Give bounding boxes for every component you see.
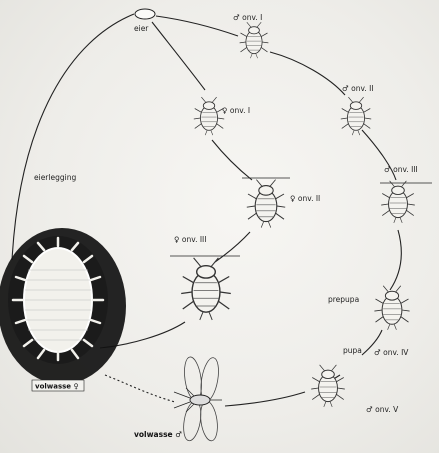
female-nymph-3-icon: [181, 258, 231, 320]
mating-dotted-line: [105, 375, 175, 402]
label-f-onv-1: ♀ onv. I: [222, 106, 250, 115]
female-nymph-1-icon: [194, 97, 224, 135]
label-f-onv-2: ♀ onv. II: [290, 194, 320, 203]
line-f2-to-f3: [215, 232, 250, 262]
label-adult-female: volwasse ♀: [35, 383, 79, 391]
line-m5-to-adult-male: [225, 392, 305, 406]
egg-laying-line: [12, 14, 134, 260]
label-m-onv-4: ♂ onv. IV: [374, 348, 409, 357]
label-pupa: pupa: [343, 346, 362, 355]
label-m-onv-3: ♂ onv. III: [384, 165, 418, 174]
label-m-onv-5: ♂ onv. V: [366, 405, 399, 414]
label-adult-male: volwasse ♂: [134, 430, 182, 439]
line-m1-to-m2: [270, 52, 345, 95]
female-nymph-2-icon: [247, 180, 285, 228]
line-eggs-to-f1: [152, 22, 205, 90]
line-eggs-to-m1: [156, 16, 238, 36]
line-m3-to-prepupa: [390, 230, 401, 290]
male-nymph-2-icon: [341, 97, 371, 135]
eggs-icon: [135, 9, 155, 19]
adult-female-icon: [0, 228, 126, 384]
pupa-icon: [311, 365, 345, 407]
label-m-onv-2: ♂ onv. II: [342, 84, 374, 93]
label-m-onv-1: ♂ onv. I: [233, 13, 262, 22]
prepupa-icon: [374, 286, 409, 330]
male-nymph-1-icon: [240, 22, 269, 58]
label-eier: eier: [134, 24, 149, 33]
label-prepupa: prepupa: [328, 295, 359, 304]
label-f-onv-3: ♀ onv. III: [174, 235, 206, 244]
label-eierlegging: eierlegging: [34, 173, 76, 182]
male-nymph-3-icon: [381, 181, 415, 223]
line-f1-to-f2: [212, 140, 252, 180]
